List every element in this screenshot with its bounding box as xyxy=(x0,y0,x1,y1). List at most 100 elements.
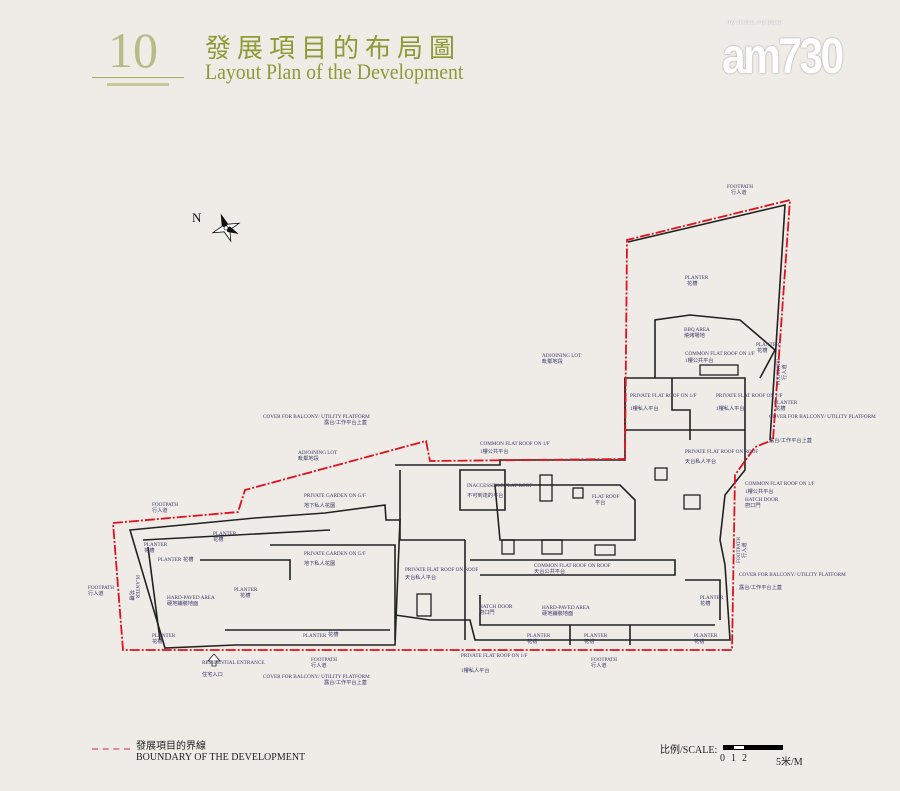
scale-tick: 5米/M xyxy=(776,757,803,768)
plan-label: 行人道 xyxy=(88,589,104,597)
page-title-en: Layout Plan of the Development xyxy=(205,59,464,84)
building-walls xyxy=(128,203,786,649)
plan-label: 行人道 xyxy=(152,506,168,514)
plan-label: 1樓私人平台 xyxy=(461,666,490,674)
plan-label: COMMON FLAT ROOF ON 1/F xyxy=(745,481,815,487)
plan-label: 廚口門 xyxy=(479,608,495,616)
page-title-zh: 發展項目的布局圖 xyxy=(205,34,462,64)
plan-label: 露台/工作平台上蓋 xyxy=(769,436,812,444)
plan-label: 花槽 xyxy=(328,630,338,638)
plan-label: PLANTER xyxy=(774,400,798,406)
plan-label: FOOTPATH xyxy=(736,537,742,563)
plan-label: BBQ AREA xyxy=(684,327,710,333)
plan-label: 地下私人花園 xyxy=(304,559,335,567)
plan-label: PRIVATE GARDEN ON G/F xyxy=(304,551,366,557)
plan-label: 1樓公共平台 xyxy=(745,487,774,495)
am730-logo: my choice, my paper am730 xyxy=(720,20,862,82)
plan-label: 花槽 xyxy=(700,599,710,607)
plan-label: FLAT ROOF xyxy=(592,494,620,500)
plan-label: PRIVATE GARDEN ON G/F xyxy=(304,493,366,499)
plan-label: FOOTPATH xyxy=(776,359,782,385)
plan-label: COMMON FLAT ROOF ON 1/F xyxy=(480,441,550,447)
plan-label: HATCH DOOR xyxy=(745,497,779,503)
plan-label: 露台/工作平台上蓋 xyxy=(324,418,367,426)
plan-label: PLANTER xyxy=(756,342,780,348)
plan-label: 露台/工作平台上蓋 xyxy=(324,678,367,686)
plan-label: PRIVATE FLAT ROOF ON ROOF xyxy=(685,449,758,455)
plan-label: HARD-PAVED AREA xyxy=(542,605,590,611)
plan-label: PLANTER xyxy=(694,633,718,639)
plan-label: 不可到達的平台 xyxy=(467,491,503,499)
plan-label: 花槽 xyxy=(687,279,697,287)
plan-label: COMMON FLAT ROOF ON ROOF xyxy=(534,563,611,569)
north-label: N xyxy=(192,210,202,225)
plan-label: 天台公共平台 xyxy=(534,567,565,575)
plan-label: 1樓私人平台 xyxy=(716,404,745,412)
plan-label: FOOTPATH xyxy=(152,502,178,508)
plan-label: 毗鄰地段 xyxy=(542,357,563,365)
plan-label: HARD-PAVED AREA xyxy=(167,595,215,601)
plan-label: PLANTER xyxy=(134,575,140,599)
plan-label: 天台私人平台 xyxy=(405,573,436,581)
plan-label: 行人道 xyxy=(311,661,327,669)
plan-label: PLANTER xyxy=(234,587,258,593)
plan-label: 住宅入口 xyxy=(202,670,223,678)
plan-label: PLANTER xyxy=(144,542,168,548)
plan-label: 硬地鋪裝地面 xyxy=(167,599,198,607)
plan-label: 花槽 xyxy=(757,346,767,354)
scale-tick: 0 xyxy=(720,753,725,764)
plan-label: 花槽 xyxy=(775,404,785,412)
plan-label: PLANTER xyxy=(700,595,724,601)
plan-label: PRIVATE FLAT ROOF ON 1/F xyxy=(630,393,697,399)
plan-label: COVER FOR BALCONY/ UTILITY PLATFORM xyxy=(263,414,370,420)
plan-label: 燒烤場地 xyxy=(684,331,705,339)
plan-label: 1樓公共平台 xyxy=(480,447,509,455)
service-shafts xyxy=(416,364,739,617)
plan-label: 花槽 xyxy=(213,535,223,543)
plan-label: ADJOINING LOT xyxy=(542,353,582,359)
plan-label: 花槽 xyxy=(183,555,193,563)
plan-label: 花槽 xyxy=(144,546,154,554)
logo-tagline: my choice, my paper xyxy=(727,20,783,26)
plan-label: COVER FOR BALCONY/ UTILITY PLATFORM xyxy=(263,674,370,680)
plan-label: 行人道 xyxy=(591,661,607,669)
plan-label: HATCH DOOR xyxy=(479,604,513,610)
boundary-legend-swatch xyxy=(92,748,130,750)
divider xyxy=(107,83,169,86)
plan-label: 花槽 xyxy=(240,591,250,599)
plan-label: 平台 xyxy=(595,498,605,506)
plan-label: 露台/工作平台上蓋 xyxy=(739,583,782,591)
scale-tick: 1 xyxy=(731,753,736,764)
plan-label: ADJOINING LOT xyxy=(298,450,338,456)
legend-boundary-zh: 發展項目的界線 xyxy=(136,741,206,752)
plan-label: 1樓私人平台 xyxy=(630,404,659,412)
plan-label: PLANTER xyxy=(527,633,551,639)
plan-label: 花槽 xyxy=(128,590,136,600)
section-number: 10 xyxy=(108,22,158,78)
plan-labels: FOOTPATH 行人道 PLANTER 花槽 ADJOINING LOT 毗鄰… xyxy=(88,184,876,686)
legend-boundary-en: BOUNDARY OF THE DEVELOPMENT xyxy=(136,752,306,763)
plan-label: PRIVATE FLAT ROOF ON ROOF xyxy=(405,567,478,573)
plan-label: 花槽 xyxy=(527,637,537,645)
plan-label: 行人道 xyxy=(780,364,788,380)
plan-label: PRIVATE FLAT ROOF ON 1/F xyxy=(716,393,783,399)
plan-label: 花槽 xyxy=(584,637,594,645)
scale-label: 比例/SCALE: xyxy=(660,745,718,756)
plan-label: COVER FOR BALCONY/ UTILITY PLATFORM xyxy=(769,414,876,420)
plan-label: 花槽 xyxy=(152,637,162,645)
plan-label: 廚口門 xyxy=(745,501,761,509)
plan-label: 行人道 xyxy=(740,542,748,558)
plan-label: RESIDENTIAL ENTRANCE xyxy=(202,660,264,666)
plan-label: 行人道 xyxy=(731,188,747,196)
plan-label: 天台私人平台 xyxy=(685,457,716,465)
plan-label: 1樓公共平台 xyxy=(685,356,714,364)
plan-label: FOOTPATH xyxy=(311,657,337,663)
plan-label: 地下私人花園 xyxy=(304,501,335,509)
plan-label: FOOTPATH xyxy=(727,184,753,190)
plan-label: PLANTER xyxy=(584,633,608,639)
plan-label: PLANTER xyxy=(303,633,327,639)
divider xyxy=(92,77,184,78)
plan-label: PLANTER xyxy=(685,275,709,281)
plan-label: PLANTER xyxy=(213,531,237,537)
plan-label: COMMON FLAT ROOF ON 1/F xyxy=(685,351,755,357)
